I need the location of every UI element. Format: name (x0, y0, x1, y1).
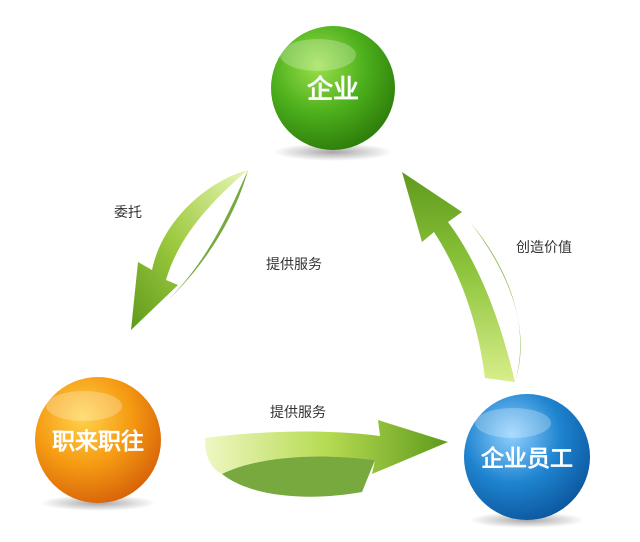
node-agency-label: 职来职往 (52, 428, 144, 455)
edge-label-create-value: 创造价值 (516, 240, 572, 256)
edge-label-entrust: 委托 (114, 205, 142, 221)
arrow-employee-to-enterprise (402, 172, 521, 382)
edge-label-provide-service-employee: 提供服务 (270, 405, 326, 421)
node-agency: 职来职往 (35, 377, 161, 511)
arrow-enterprise-to-agency (131, 170, 248, 330)
edge-label-provide-service-enterprise: 提供服务 (266, 257, 322, 273)
node-enterprise-label: 企业 (307, 74, 359, 105)
arrow-agency-to-employee (205, 420, 448, 497)
node-employee-circle (464, 394, 590, 520)
node-agency-circle (35, 377, 161, 503)
node-enterprise-shadow (273, 143, 393, 161)
node-employee: 企业员工 (464, 394, 590, 528)
node-enterprise: 企业 (271, 26, 395, 161)
node-enterprise-circle (271, 26, 395, 150)
node-employee-label: 企业员工 (480, 445, 573, 472)
